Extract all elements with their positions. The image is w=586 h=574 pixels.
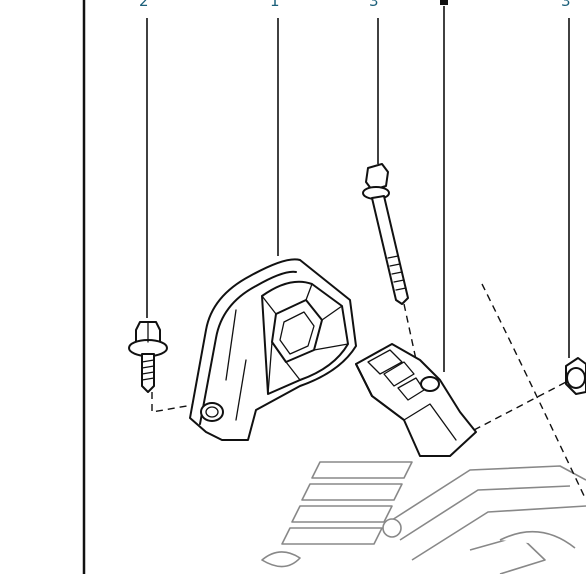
alignment-line <box>151 392 211 413</box>
callout-number: 3 <box>561 0 571 10</box>
dashed-arc <box>481 283 586 501</box>
alignment-line <box>473 379 571 431</box>
engine-mount <box>189 258 357 441</box>
vehicle-body-background <box>261 461 586 574</box>
callout-number: 2 <box>139 0 149 10</box>
callout-number: 1 <box>270 0 280 10</box>
callout-number: 3 <box>369 0 379 10</box>
nut <box>565 357 586 395</box>
flanged-bolt <box>128 321 168 393</box>
stud-bolt <box>362 163 409 305</box>
callout-marker <box>440 0 448 5</box>
mount-bracket <box>355 343 477 457</box>
